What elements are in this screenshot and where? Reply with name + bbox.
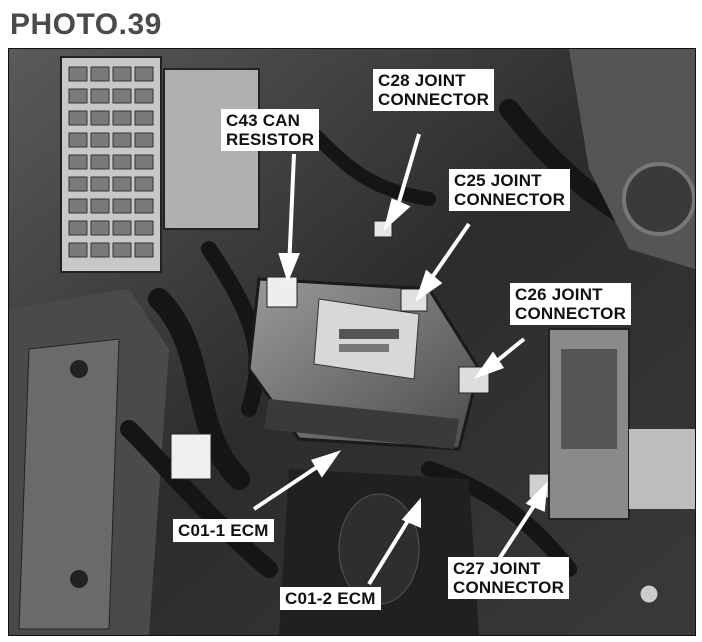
c43-connector: [266, 276, 298, 308]
engine-bay-photo: C28 JOINT CONNECTOR C43 CAN RESISTOR C25…: [8, 48, 696, 636]
c27-joint-connector-label: C27 JOINT CONNECTOR: [448, 557, 570, 599]
pointer-arrows: [252, 133, 548, 586]
photo-title: PHOTO.39: [10, 8, 162, 41]
ecm-module: [247, 277, 481, 451]
fuse-block: [60, 56, 260, 273]
c01-2-ecm-label: C01-2 ECM: [280, 587, 381, 610]
connector-left: [170, 433, 212, 480]
c28-joint-connector-label: C28 JOINT CONNECTOR: [373, 69, 495, 111]
photo-illustration: [9, 49, 695, 635]
c01-1-ecm-label: C01-1 ECM: [173, 519, 274, 542]
c25-joint-connector-label: C25 JOINT CONNECTOR: [449, 169, 571, 211]
c43-can-resistor-label: C43 CAN RESISTOR: [221, 109, 320, 151]
c26-joint-connector-label: C26 JOINT CONNECTOR: [510, 283, 632, 325]
